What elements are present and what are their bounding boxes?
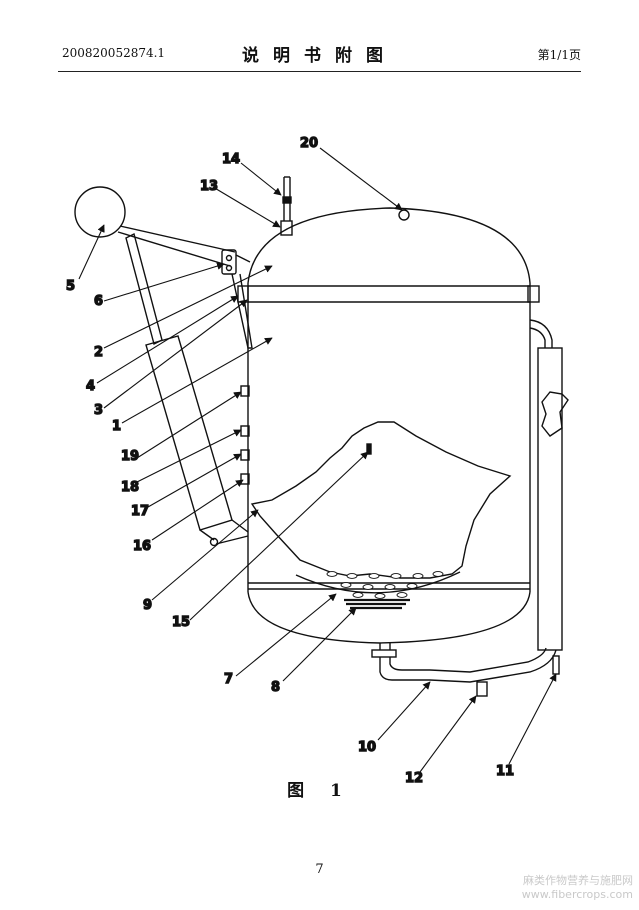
material-bundle <box>250 421 512 579</box>
circulation-piping <box>371 643 560 697</box>
site-watermark: 麻类作物营养与施肥网 www.fibercrops.com <box>493 874 633 902</box>
part-label-7: 7 <box>224 672 233 687</box>
side-column <box>529 319 569 651</box>
page-indicator: 第1/1页 <box>537 48 581 62</box>
watermark-title: 麻类作物营养与施肥网 <box>523 874 633 887</box>
part-label-13: 13 <box>200 179 218 194</box>
patent-number: 200820052874.1 <box>62 46 166 60</box>
part-label-17: 17 <box>131 504 149 519</box>
part-label-16: 16 <box>133 539 151 554</box>
part-label-10: 10 <box>358 740 376 755</box>
part-label-11: 11 <box>496 764 514 779</box>
leader-lines <box>78 147 557 773</box>
hydraulic-cylinder <box>125 232 249 547</box>
heating-coil <box>344 598 410 610</box>
side-ports <box>240 385 250 485</box>
header-divider <box>58 71 581 72</box>
part-label-14: 14 <box>222 152 240 167</box>
part-labels: 20 14 13 5 6 2 4 3 1 19 18 17 16 9 15 7 … <box>65 135 514 786</box>
part-label-20: 20 <box>300 136 318 151</box>
watermark-url: www.fibercrops.com <box>521 888 633 901</box>
part-label-15: 15 <box>172 615 190 630</box>
part-label-1: 1 <box>112 419 121 434</box>
flange-band <box>237 285 540 303</box>
page-number: 7 <box>315 862 324 877</box>
part-label-19: 19 <box>121 449 139 464</box>
part-label-18: 18 <box>121 480 139 495</box>
part-label-5: 5 <box>66 279 75 294</box>
lever-arm <box>74 186 253 349</box>
part-label-3: 3 <box>94 403 103 418</box>
part-label-8: 8 <box>271 680 280 695</box>
figure-caption: 图 1 <box>287 781 352 801</box>
part-label-12: 12 <box>405 771 423 786</box>
part-label-6: 6 <box>94 294 103 309</box>
page-title: 说明书附图 <box>242 46 397 66</box>
part-label-2: 2 <box>94 345 103 360</box>
part-label-4: 4 <box>86 379 95 394</box>
top-vent <box>280 176 410 236</box>
perforated-plate <box>295 571 461 599</box>
part-label-9: 9 <box>143 598 152 613</box>
tank-body <box>247 207 531 644</box>
